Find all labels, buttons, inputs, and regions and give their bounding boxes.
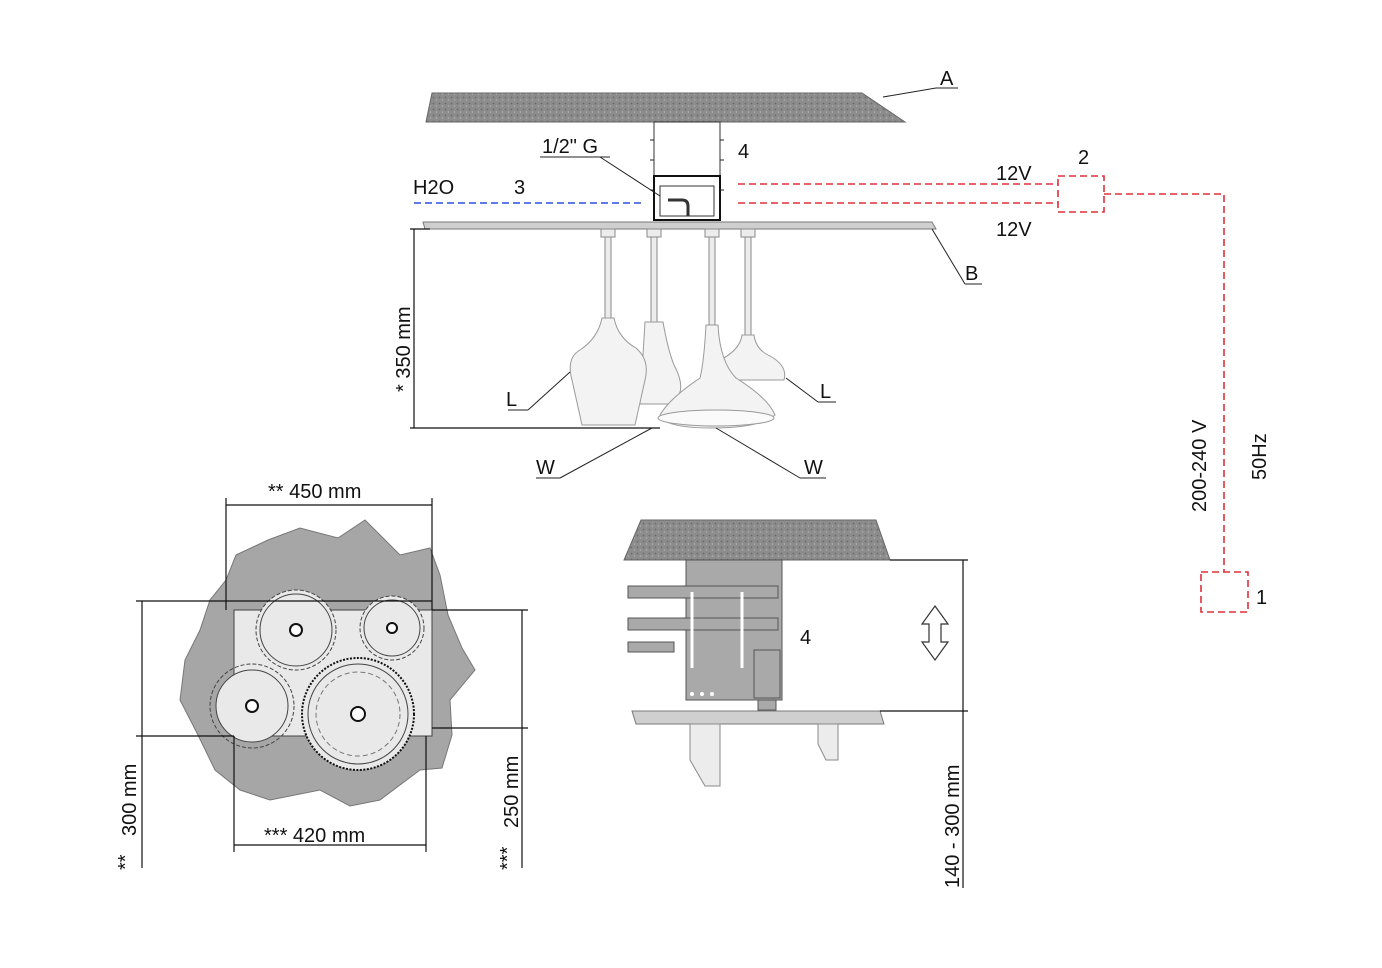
head-top-right — [359, 595, 425, 661]
side-stem-right — [817, 723, 839, 761]
plan-view: ** 450 mm *** 420 mm 300 mm ** 250 mm **… — [115, 481, 528, 870]
label-ceiling: A — [940, 68, 954, 90]
lamp-head-left — [569, 317, 647, 426]
width-bottom-label: *** 420 mm — [264, 825, 365, 847]
adjust-arrow-icon — [920, 604, 950, 662]
power-box — [1200, 571, 1249, 613]
label-power-box: 1 — [1256, 587, 1267, 609]
label-water-supply: H2O — [413, 177, 454, 199]
transformer-box — [1057, 175, 1105, 213]
height-dimension-label: * 350 mm — [393, 306, 415, 392]
label-lamp-right: L — [820, 381, 831, 403]
head-bottom-main — [301, 657, 415, 771]
ceiling-slab — [425, 92, 907, 123]
lamp-head-back — [639, 321, 682, 405]
mounting-unit — [650, 121, 724, 221]
label-lamp-left: L — [506, 389, 517, 411]
width-top-label: ** 450 mm — [268, 481, 361, 503]
head-top-left — [255, 589, 337, 671]
label-volt-top: 12V — [996, 163, 1032, 185]
label-transformer: 2 — [1078, 147, 1089, 169]
label-water-left: W — [536, 457, 555, 479]
shower-head-front — [659, 324, 776, 429]
depth-left-label: 300 mm — [119, 764, 141, 836]
side-stem-left — [689, 723, 721, 787]
shower-plate — [422, 221, 937, 230]
side-unit-label: 4 — [800, 627, 811, 649]
label-volt-bottom: 12V — [996, 219, 1032, 241]
side-mounting-unit — [627, 559, 783, 711]
side-ceiling-slab — [623, 519, 891, 561]
install-depth-label: 140 - 300 mm — [942, 765, 964, 888]
depth-right-mark: *** — [497, 846, 519, 870]
mains-line — [1104, 193, 1225, 572]
label-water-right: W — [804, 457, 823, 479]
head-bottom-left — [209, 663, 295, 749]
label-mains-frequency: 50Hz — [1249, 433, 1271, 480]
front-view: * 350 mm A B L L W W 1/2" G 4 H2O 3 — [393, 68, 1271, 613]
depth-right-label: 250 mm — [501, 756, 523, 828]
label-unit: 4 — [738, 141, 749, 163]
label-thread: 1/2" G — [542, 136, 598, 158]
side-view: 4 140 - 300 mm — [623, 519, 968, 888]
label-water-line: 3 — [514, 177, 525, 199]
label-plate: B — [965, 263, 978, 285]
side-plate — [631, 710, 885, 725]
depth-left-mark: ** — [115, 854, 137, 870]
lamp-head-right — [719, 334, 786, 381]
label-mains-voltage: 200-240 V — [1189, 419, 1211, 512]
